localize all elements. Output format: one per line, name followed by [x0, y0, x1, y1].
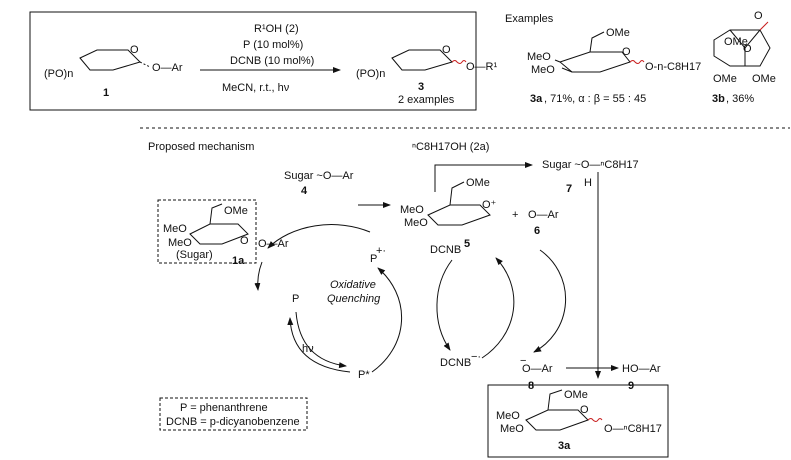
substrate-1a-number: 1a — [232, 255, 245, 267]
radical-cation-number: 4 — [301, 185, 308, 197]
dcnb-reduction-arrow — [436, 259, 453, 351]
aryloxide-charge: − — [520, 355, 526, 367]
oxonium-label: Sugar ~O—ⁿC8H17 — [542, 159, 639, 171]
octanol-arrow — [434, 162, 533, 192]
phenol-label: HO—Ar — [622, 363, 661, 375]
octanol-label: ⁿC8H17OH (2a) — [412, 141, 489, 153]
aryloxy-radical: O—Ar — [528, 209, 559, 221]
example-3a-meo2: MeO — [531, 64, 555, 76]
substrate-po-label: (PO)n — [44, 68, 73, 80]
legend-p: P = phenanthrene — [180, 402, 268, 414]
hv-label: hν — [302, 343, 314, 355]
p-radical-cation: P — [370, 253, 377, 265]
substrate-number: 1 — [103, 87, 109, 99]
p-star: P* — [358, 369, 370, 381]
product-ring-oxygen: O — [442, 44, 451, 56]
substrate-1a-box — [157, 199, 257, 264]
example-3b-number: 3b — [712, 93, 725, 105]
substrate-ring-oxygen: O — [130, 44, 139, 56]
mechanism-heading: Proposed mechanism — [148, 141, 254, 153]
p-radical-charge: +· — [376, 245, 386, 257]
substrate-1a-ring-oxygen: O — [240, 235, 249, 247]
example-3b-ome1: OMe — [724, 36, 748, 48]
example-3a-ring-oxygen: O — [622, 46, 631, 58]
oxocarbenium-number: 5 — [464, 238, 470, 250]
legend-dcnb: DCNB = p-dicyanobenzene — [166, 416, 300, 428]
oxonium-number: 7 — [566, 183, 572, 195]
substrate-1a-meo2: MeO — [168, 237, 192, 249]
product-3a-group: O—ⁿC8H17 — [604, 423, 662, 435]
reaction-conditions: MeCN, r.t., hν — [222, 82, 290, 94]
product-3a-wavy-bond — [587, 418, 603, 422]
example-3b-oxygen-mid: O — [743, 43, 752, 55]
plus-sign: + — [512, 209, 518, 221]
radical-cation-label: Sugar ~O—Ar — [284, 170, 354, 182]
dcnb-oxidation-arrow — [481, 257, 515, 359]
oxocarbenium-meo1: MeO — [400, 204, 424, 216]
product-3a-number: 3a — [558, 440, 571, 452]
legend-box — [159, 397, 308, 431]
cycle-arc-top — [267, 224, 371, 249]
substrate-1a-meo1: MeO — [163, 223, 187, 235]
example-3a-caption: , 71%, α : β = 55 : 45 — [544, 93, 646, 105]
substrate-1a-group: O—Ar — [258, 238, 289, 250]
quenching-label: Quenching — [327, 293, 381, 305]
product-3a-meo2: MeO — [500, 423, 524, 435]
product-group: O—R¹ — [466, 61, 498, 73]
aryloxide-arrow — [533, 249, 567, 353]
reagent-line3: DCNB (10 mol%) — [230, 55, 314, 67]
example-3b-caption: , 36% — [726, 93, 754, 105]
reaction-box — [29, 11, 477, 111]
oxidative-label: Oxidative — [330, 279, 376, 291]
oxocarbenium-meo2: MeO — [404, 217, 428, 229]
examples-heading: Examples — [505, 13, 554, 25]
product-note: 2 examples — [398, 94, 455, 106]
aryloxy-radical-number: 6 — [534, 225, 540, 237]
example-3b-ome3: OMe — [752, 73, 776, 85]
reagent-line1: R¹OH (2) — [254, 23, 299, 35]
relaxation-arrow — [287, 317, 351, 373]
example-3a-meo1: MeO — [527, 51, 551, 63]
product-number: 3 — [418, 81, 424, 93]
oxocarbenium-ring — [427, 181, 491, 226]
example-3a-ome: OMe — [606, 27, 630, 39]
cycle-arc-right — [371, 267, 403, 373]
dcnb-label: DCNB — [430, 244, 461, 256]
aryloxide-label: O—Ar — [522, 363, 553, 375]
substrate-1a-ring — [189, 203, 249, 245]
example-3b-oxygen-top: O — [754, 10, 763, 22]
example-3b-ring — [713, 29, 771, 67]
product-wavy-bond — [451, 60, 467, 64]
example-3a-number: 3a — [530, 93, 543, 105]
example-3b-red-bond — [759, 21, 769, 31]
product-3a-meo1: MeO — [496, 410, 520, 422]
product-3a-ome: OMe — [564, 389, 588, 401]
product-3a-box — [487, 384, 669, 458]
dcnb-anion: DCNB — [440, 357, 471, 369]
substrate-ring — [79, 49, 151, 71]
phenol-number: 9 — [628, 380, 634, 392]
p-ground: P — [292, 293, 299, 305]
sugar-label: (Sugar) — [176, 249, 213, 261]
oxocarbenium-ome: OMe — [466, 177, 490, 189]
aryloxide-number: 8 — [528, 380, 534, 392]
reagent-line2: P (10 mol%) — [243, 39, 303, 51]
oxocarbenium-oxygen: O⁺ — [482, 199, 497, 211]
product-3a-ring-oxygen: O — [580, 404, 589, 416]
dcnb-anion-charge: −· — [471, 351, 481, 363]
example-3b-ome2: OMe — [713, 73, 737, 85]
product-po-label: (PO)n — [356, 68, 385, 80]
substrate-1a-ome: OMe — [224, 205, 248, 217]
substrate-group: O—Ar — [152, 62, 183, 74]
oxonium-h: H — [584, 177, 592, 189]
excitation-arrow — [295, 311, 347, 369]
cycle-arc-left — [254, 261, 263, 291]
example-3a-group: O-n-C8H17 — [645, 61, 701, 73]
example-3a-wavy-bond — [629, 60, 645, 64]
